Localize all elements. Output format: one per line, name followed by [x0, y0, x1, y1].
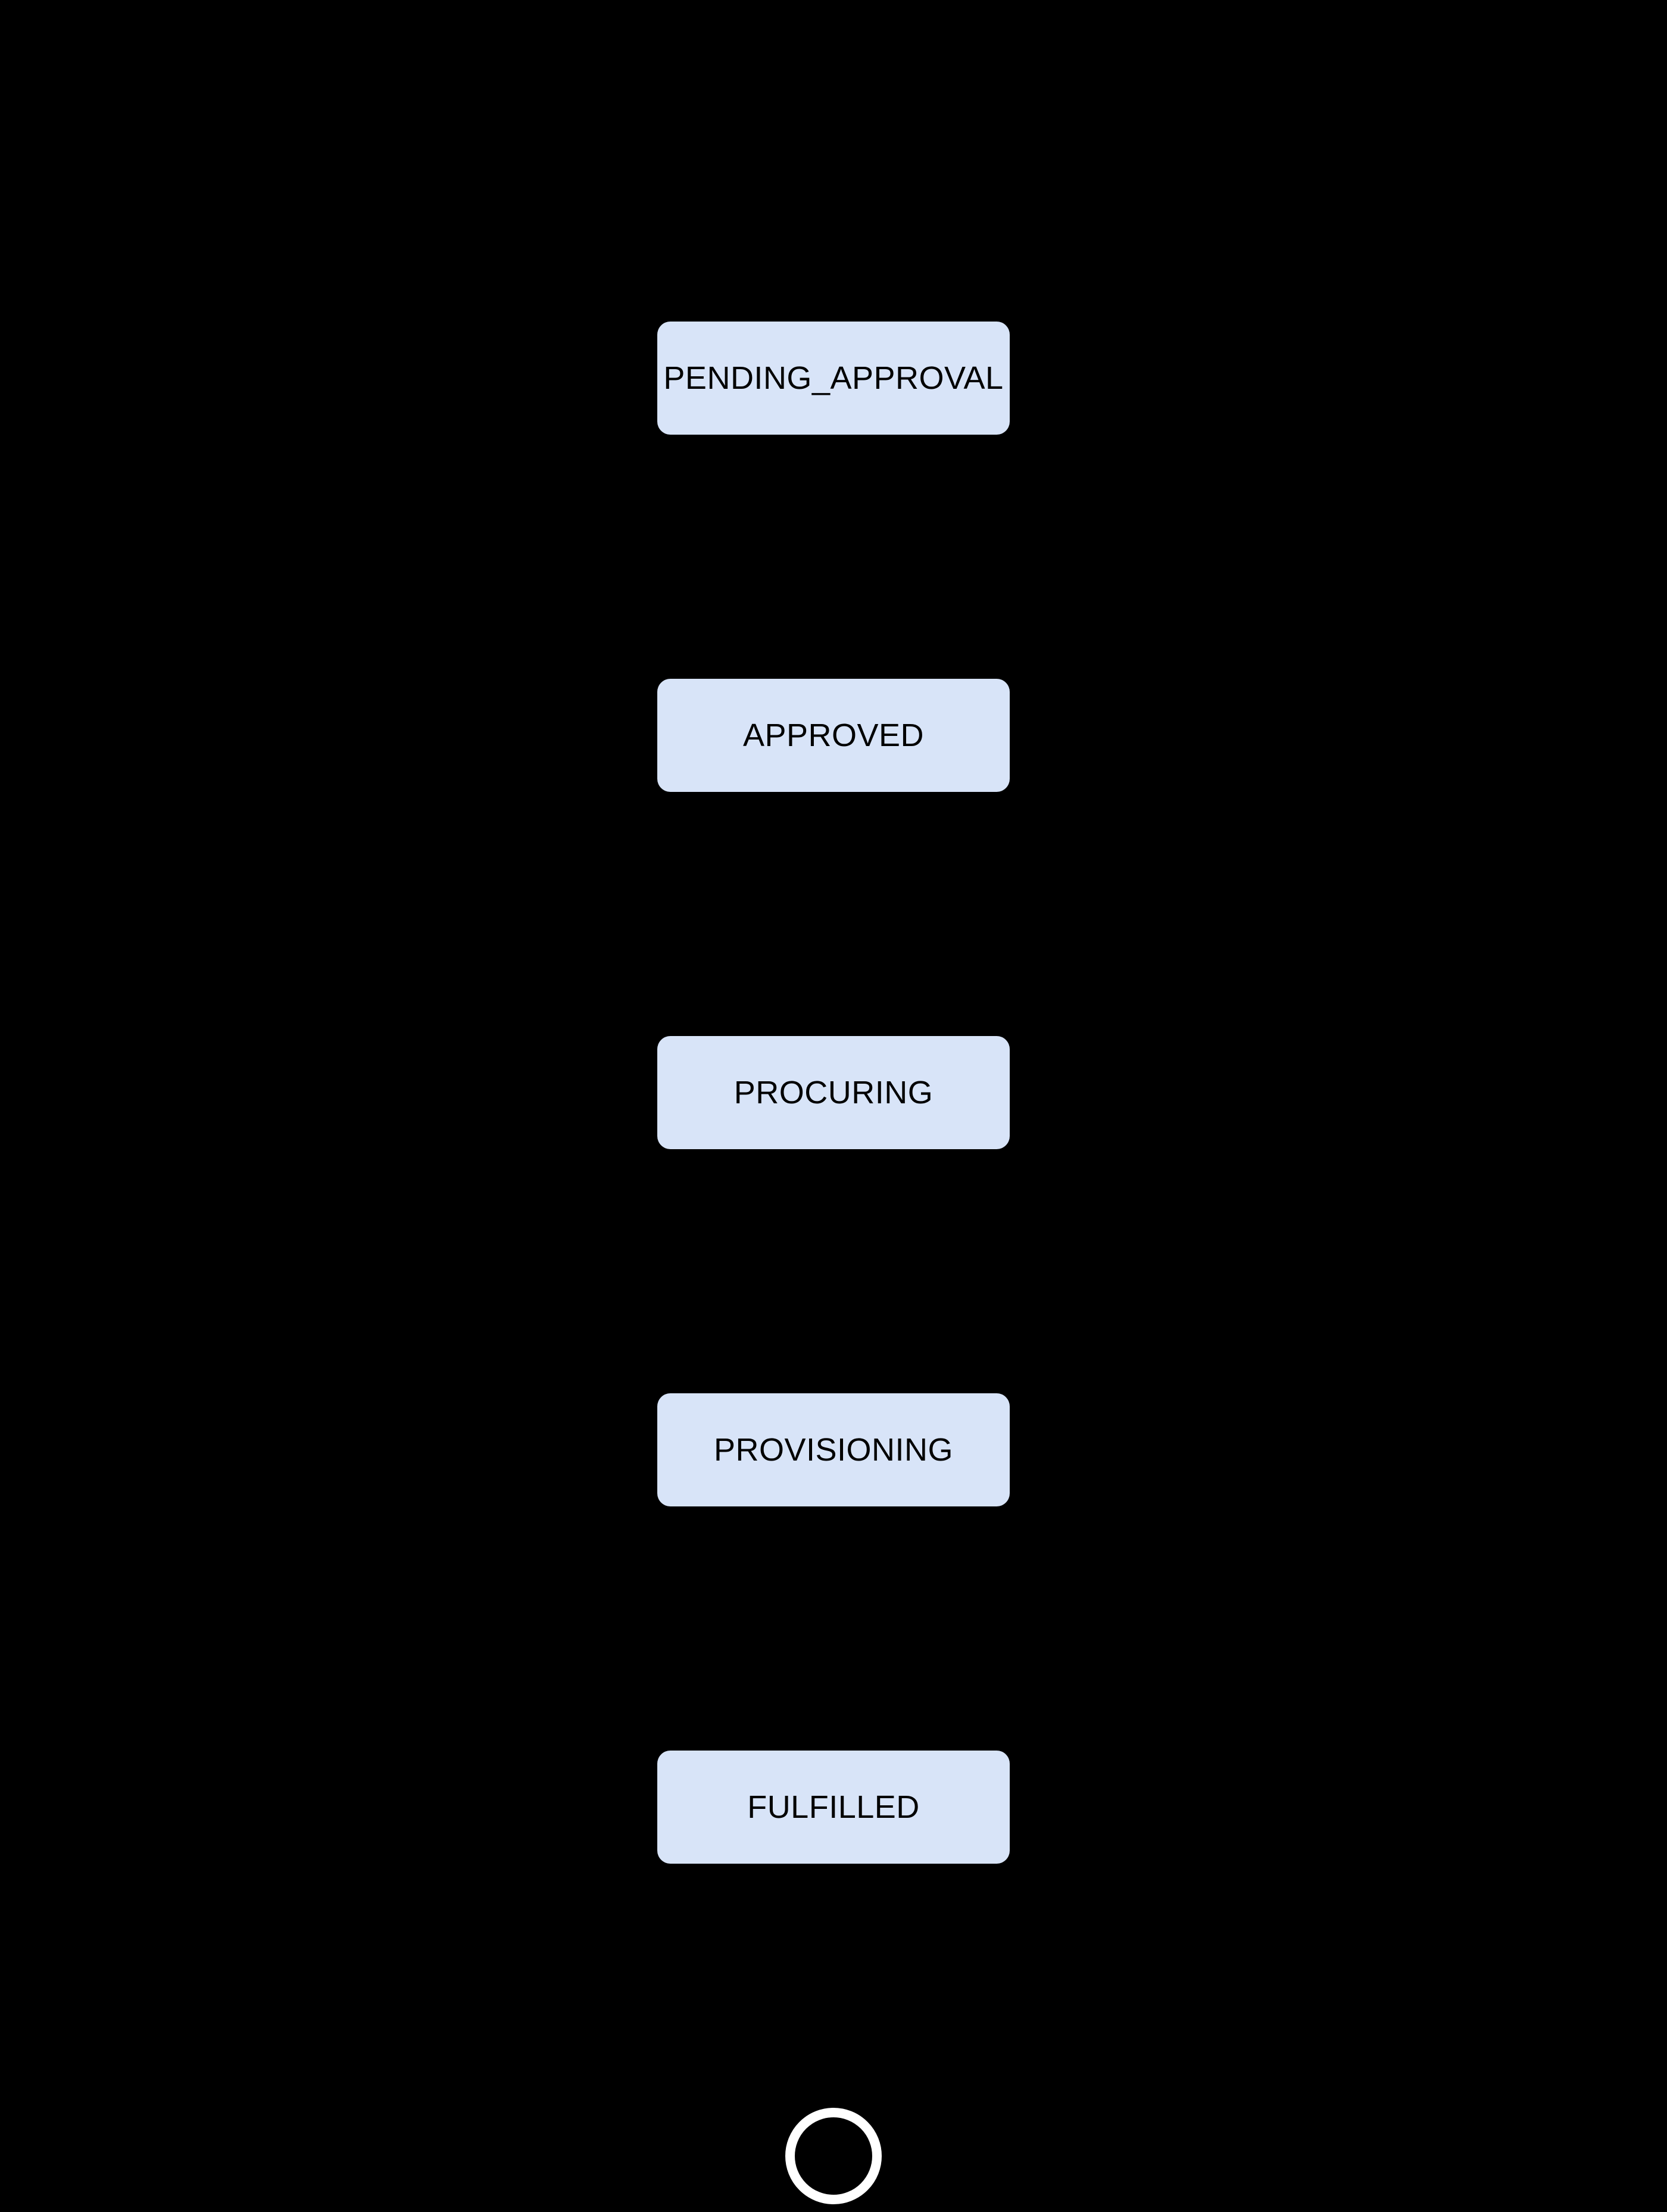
end-state-circle-icon	[785, 2108, 882, 2204]
state-label: PROCURING	[733, 1075, 934, 1110]
state-node-fulfilled: FULFILLED	[657, 1751, 1010, 1864]
state-label: FULFILLED	[747, 1789, 920, 1825]
state-node-provisioning: PROVISIONING	[657, 1393, 1010, 1506]
state-label: PENDING_APPROVAL	[663, 360, 1004, 396]
state-node-procuring: PROCURING	[657, 1036, 1010, 1149]
state-node-pending-approval: PENDING_APPROVAL	[657, 322, 1010, 435]
state-label: PROVISIONING	[713, 1432, 954, 1468]
state-label: APPROVED	[742, 717, 925, 753]
state-node-approved: APPROVED	[657, 679, 1010, 792]
